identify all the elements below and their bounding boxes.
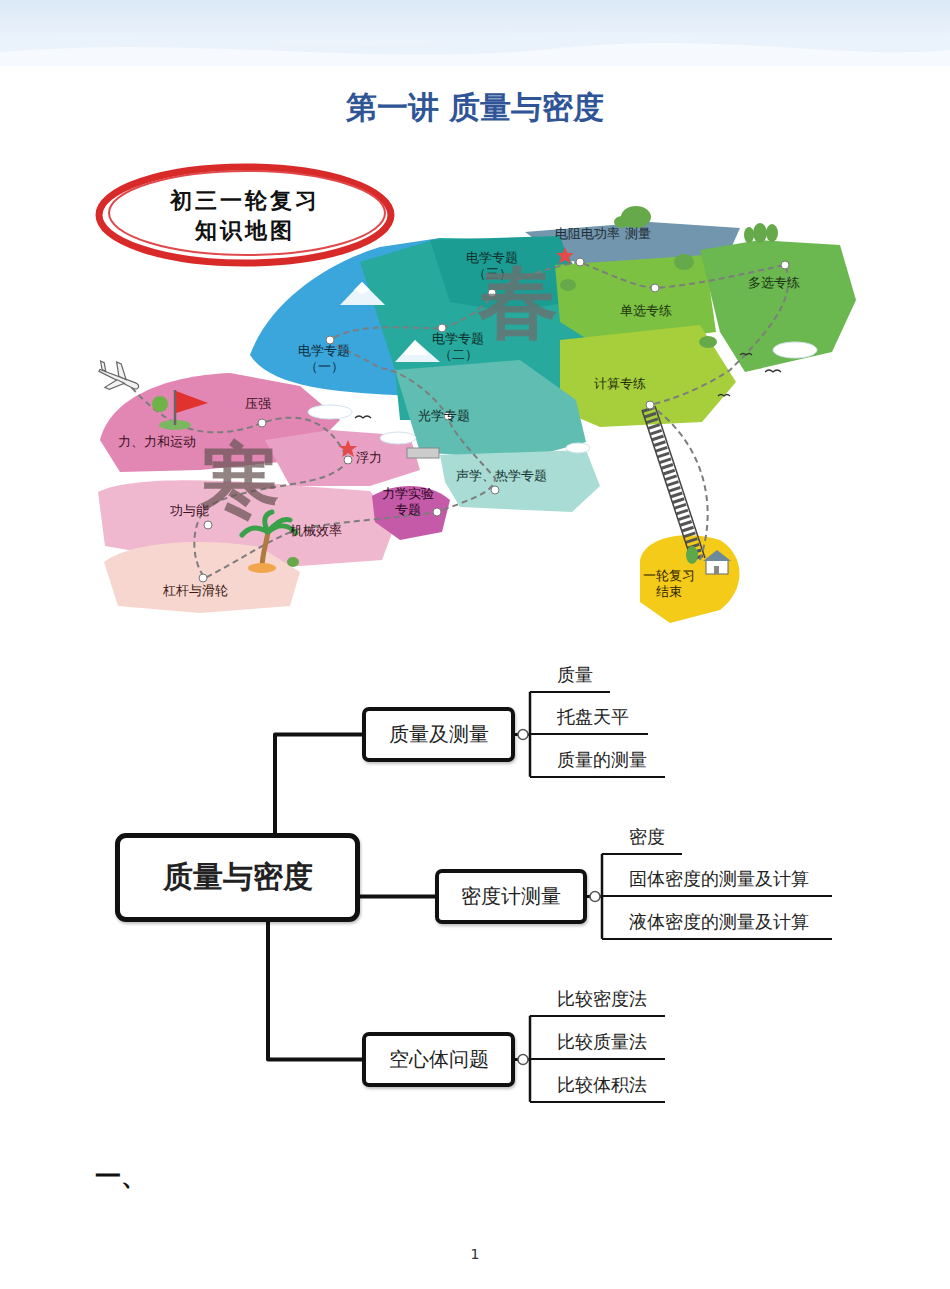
junction-dot — [590, 892, 600, 902]
connector — [515, 1060, 530, 1102]
connector — [515, 735, 530, 777]
node-text: 空心体问题 — [389, 1046, 489, 1073]
map-label: 杠杆与滑轮 — [163, 583, 263, 599]
topic-item: 质量的测量 — [530, 742, 665, 778]
map-label: 压强 — [245, 396, 295, 412]
map-label: 功与能 — [170, 503, 240, 519]
badge-text: 初三一轮复习 知识地图 — [150, 186, 340, 245]
node-text: 托盘天平 — [557, 705, 629, 729]
branch-box: 质量及测量 — [362, 707, 515, 762]
node-text: 密度 — [629, 825, 665, 849]
root-box: 质量与密度 — [115, 833, 360, 922]
topic-item: 固体密度的测量及计算 — [602, 861, 832, 897]
node-text: 比较密度法 — [557, 987, 647, 1011]
node-text: 固体密度的测量及计算 — [629, 867, 809, 891]
connector — [587, 854, 602, 897]
connector — [268, 922, 362, 1060]
topic-item: 比较体积法 — [530, 1067, 665, 1103]
topic-item: 质量 — [530, 657, 610, 693]
connector — [360, 895, 435, 899]
topic-item: 托盘天平 — [530, 699, 648, 735]
junction-dot — [518, 1055, 528, 1065]
watermark: 寒 — [200, 440, 300, 520]
section-number: 一、 — [95, 1160, 155, 1193]
connector — [275, 735, 362, 834]
node-text: 比较质量法 — [557, 1030, 647, 1054]
connector — [515, 692, 530, 735]
map-label: 计算专练 — [594, 376, 679, 392]
map-label: 力学实验 专题 — [377, 486, 439, 519]
branch-box: 密度计测量 — [435, 869, 587, 924]
branch-box: 空心体问题 — [362, 1032, 515, 1087]
junction-dot — [518, 730, 528, 740]
map-label: 单选专练 — [620, 303, 705, 319]
map-label: 一轮复习 结束 — [634, 568, 704, 601]
node-text: 密度计测量 — [461, 883, 561, 910]
node-text: 液体密度的测量及计算 — [629, 910, 809, 934]
node-text: 质量 — [557, 663, 593, 687]
map-label: 浮力 — [356, 450, 406, 466]
connector — [515, 1016, 530, 1060]
topic-item: 比较密度法 — [530, 981, 665, 1017]
map-label: 电阻电功率 测量 — [548, 226, 658, 242]
map-label: 机械效率 — [290, 523, 370, 539]
node-text: 质量及测量 — [389, 721, 489, 748]
topic-item: 密度 — [602, 819, 682, 855]
page-number: 1 — [440, 1246, 510, 1264]
node-text: 比较体积法 — [557, 1073, 647, 1097]
map-label: 声学、热学专题 — [456, 468, 591, 484]
map-label: 多选专练 — [748, 275, 833, 291]
watermark: 春 — [478, 262, 578, 342]
map-label: 光学专题 — [418, 408, 508, 424]
map-label: 电学专题 （一） — [284, 343, 364, 376]
node-text: 质量的测量 — [557, 748, 647, 772]
page-title: 第一讲 质量与密度 — [0, 88, 950, 127]
topic-item: 液体密度的测量及计算 — [602, 904, 832, 940]
topic-item: 比较质量法 — [530, 1024, 665, 1060]
node-text: 质量与密度 — [163, 857, 313, 898]
connector — [587, 897, 602, 939]
